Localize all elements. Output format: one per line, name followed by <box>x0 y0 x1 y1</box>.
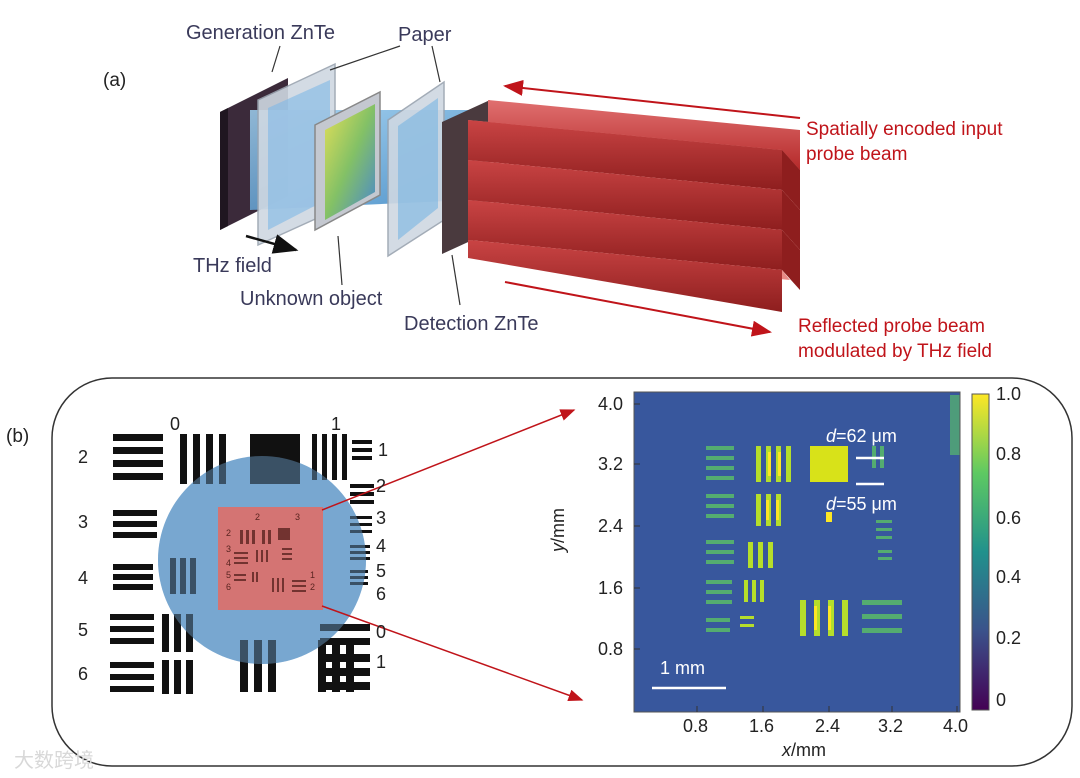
plot-frame <box>633 391 961 713</box>
colorbar-tick: 1.0 <box>996 384 1022 404</box>
thz-image-features <box>706 395 960 636</box>
label-unknown-object: Unknown object <box>240 288 383 310</box>
zoom-arrow-top <box>321 409 576 511</box>
colorbar-tick: 0.6 <box>996 508 1022 528</box>
target-left-number: 6 <box>78 664 89 684</box>
x-tick: 4.0 <box>943 716 969 736</box>
bright-square <box>810 446 848 482</box>
label-detection-znte: Detection ZnTe <box>404 313 539 335</box>
target-group-label-1: 1 <box>331 414 342 434</box>
target-right-number: 3 <box>376 508 387 528</box>
target-right-number: 4 <box>376 536 387 556</box>
x-tick: 1.6 <box>749 716 775 736</box>
target-right-number: 5 <box>376 561 387 581</box>
label-input-probe-line2: probe beam <box>806 144 908 165</box>
panel-b-frame <box>51 377 1073 767</box>
x-axis-label: x/mm <box>782 740 826 760</box>
colorbar-tick: 0.2 <box>996 628 1022 648</box>
panel-b-tag: (b) <box>6 426 30 447</box>
x-tick: 2.4 <box>815 716 841 736</box>
target-right-number: 0 <box>376 622 387 642</box>
target-right-number: 1 <box>376 652 387 672</box>
inner-number: 2 <box>310 582 316 592</box>
target-left-number: 2 <box>78 447 89 467</box>
unknown-object <box>314 90 381 232</box>
resolution-target-bars <box>110 434 374 694</box>
y-tick: 2.4 <box>598 516 624 536</box>
reflected-probe-arrow <box>504 281 772 337</box>
inner-number: 6 <box>226 582 232 592</box>
annotation-d62: d=62 μm <box>826 426 897 446</box>
inner-number: 5 <box>226 570 232 580</box>
colorbar-tick: 0.4 <box>996 567 1022 587</box>
inner-number: 2 <box>255 512 261 522</box>
colorbar-tick: 0.8 <box>996 444 1022 464</box>
y-tick: 0.8 <box>598 639 624 659</box>
scalebar-label: 1 mm <box>660 658 705 678</box>
thz-field-arrow <box>245 234 299 254</box>
input-probe-arrow <box>503 79 801 119</box>
y-tick: 1.6 <box>598 578 624 598</box>
label-reflected-line2: modulated by THz field <box>798 341 992 362</box>
inner-number: 3 <box>226 544 232 554</box>
zoom-region-red <box>218 507 323 610</box>
probe-beam-bars <box>468 100 800 312</box>
label-paper: Paper <box>398 24 452 46</box>
label-reflected-line1: Reflected probe beam <box>798 316 985 337</box>
thz-image-plot <box>634 392 960 712</box>
label-thz-field: THz field <box>193 255 272 277</box>
zoom-arrow-bottom <box>321 605 584 702</box>
inner-number: 1 <box>310 570 316 580</box>
target-right-number: 1 <box>378 440 389 460</box>
label-generation-znte: Generation ZnTe <box>186 22 335 44</box>
inner-number: 2 <box>226 528 232 538</box>
target-right-number: 6 <box>376 584 387 604</box>
watermark: 大数跨境 <box>14 748 94 772</box>
annotation-d55: d=55 μm <box>826 494 897 514</box>
inner-number: 4 <box>226 558 232 568</box>
panel-a-tag: (a) <box>103 70 127 91</box>
label-input-probe-line1: Spatially encoded input <box>806 119 1003 140</box>
colorbar <box>971 393 990 711</box>
colorbar-tick: 0 <box>996 690 1007 710</box>
target-group-label-0: 0 <box>170 414 181 434</box>
inner-number: 3 <box>295 512 301 522</box>
y-tick: 4.0 <box>598 394 624 414</box>
target-left-number: 4 <box>78 568 89 588</box>
y-tick: 3.2 <box>598 454 624 474</box>
target-left-number: 5 <box>78 620 89 640</box>
y-axis-label: y/mm <box>548 508 568 552</box>
target-left-number: 3 <box>78 512 89 532</box>
target-right-number: 2 <box>376 476 387 496</box>
x-tick: 0.8 <box>683 716 709 736</box>
x-tick: 3.2 <box>878 716 904 736</box>
